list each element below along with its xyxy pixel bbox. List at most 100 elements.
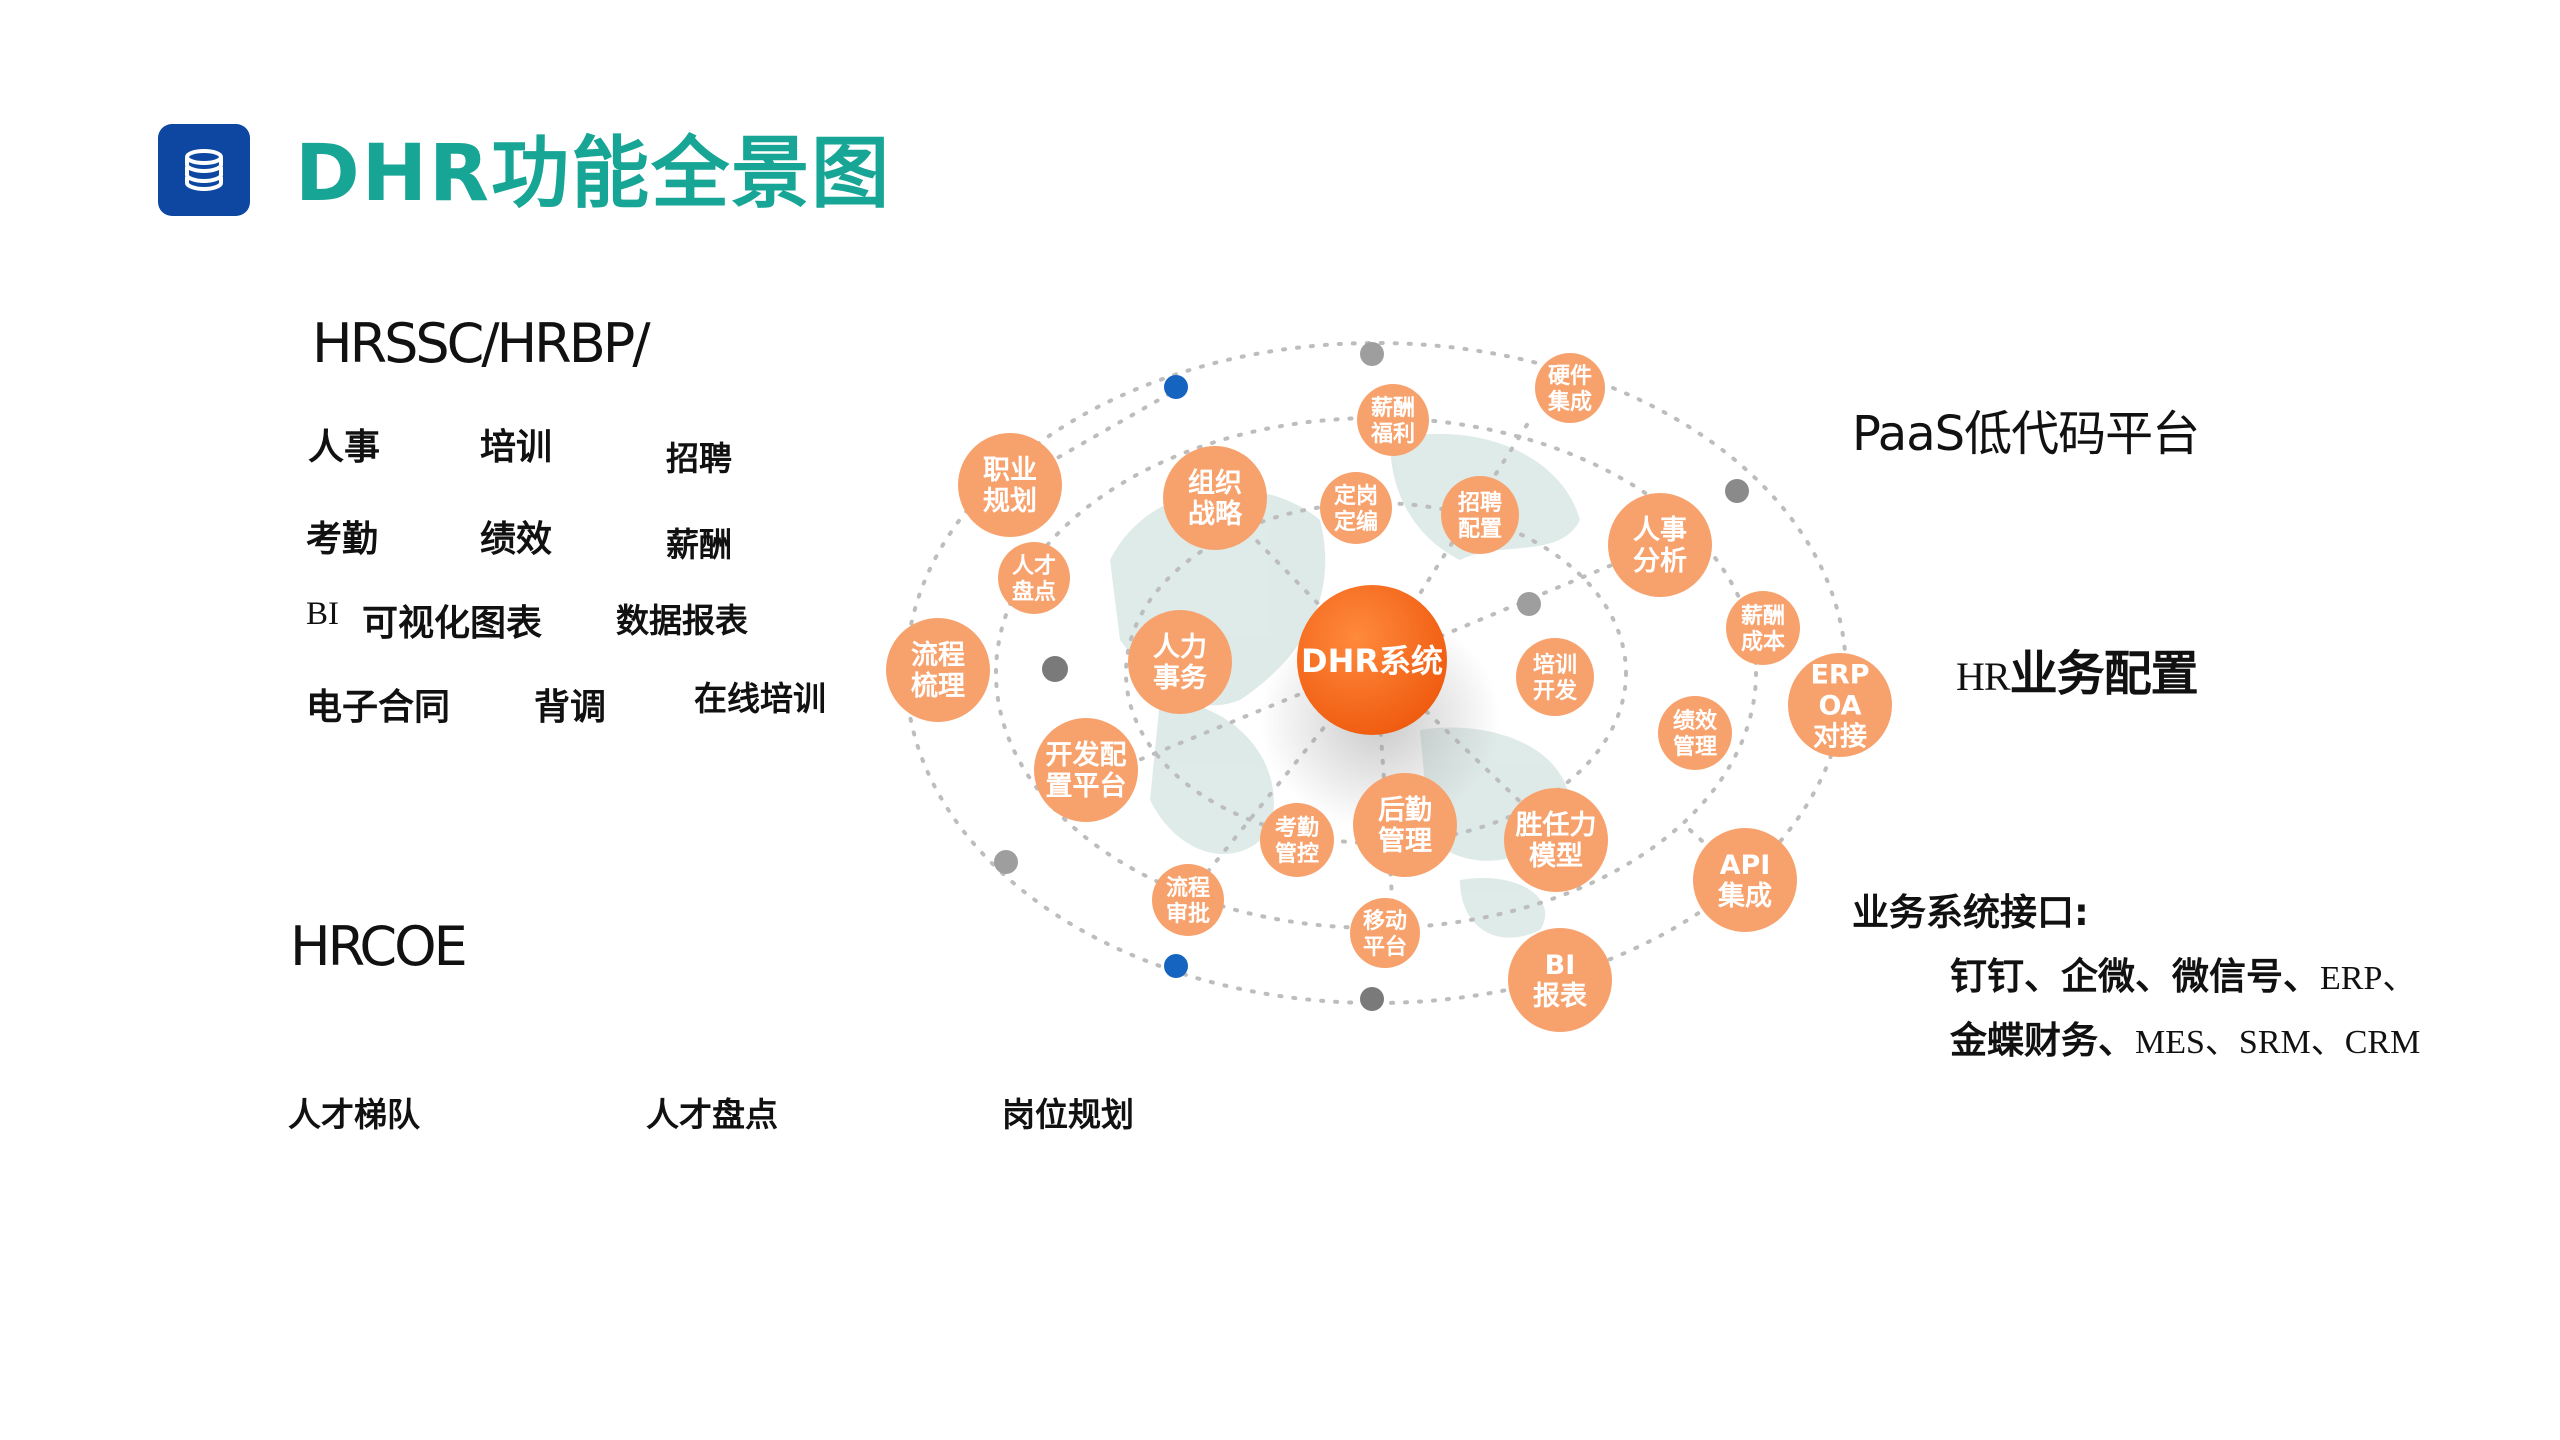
node-circle xyxy=(1350,898,1420,968)
node-label: 管理 xyxy=(1378,826,1432,857)
hrssc-item: 可视化图表 xyxy=(362,603,543,644)
node-label: 置平台 xyxy=(1046,770,1127,802)
interface-line-2: 金蝶财务、MES、SRM、CRM xyxy=(1950,1010,2420,1064)
node-circle xyxy=(1504,788,1608,892)
node-circle xyxy=(1658,696,1732,770)
node-label: BI xyxy=(1545,950,1576,981)
node-circle xyxy=(1353,773,1457,877)
node-circle xyxy=(1608,493,1712,597)
node-label: 开发 xyxy=(1533,678,1578,704)
node-label: 配置 xyxy=(1458,517,1502,542)
hrssc-item: 招聘 xyxy=(666,439,732,478)
hrssc-item: 绩效 xyxy=(480,519,553,560)
interface-line-1: 钉钉、企微、微信号、ERP、 xyxy=(1950,946,2416,1000)
node-label: 薪酬 xyxy=(1371,395,1415,421)
hrcoe-item: 岗位规划 xyxy=(1002,1095,1134,1134)
hrssc-item: 电子合同 xyxy=(306,687,451,728)
interface-title: 业务系统接口: xyxy=(1852,891,2089,934)
hrssc-item: 培训 xyxy=(480,427,553,468)
node-label: 培训 xyxy=(1533,652,1577,678)
node-label: 定岗 xyxy=(1334,483,1378,509)
node-label: 后勤 xyxy=(1378,795,1432,826)
interface-line-1-plain: ERP、 xyxy=(2320,960,2417,997)
hrssc-item: 人事 xyxy=(308,427,381,468)
node-label: 硬件 xyxy=(1548,364,1592,389)
node-label: 分析 xyxy=(1633,546,1687,577)
node-circle xyxy=(886,618,990,722)
node-label: 规划 xyxy=(983,486,1037,517)
node-label: API xyxy=(1720,850,1771,881)
node-label: 对接 xyxy=(1813,722,1867,753)
node-circle xyxy=(1163,446,1267,550)
node-label: 人力 xyxy=(1153,632,1207,663)
node-label: 考勤 xyxy=(1275,815,1319,841)
node-label: 职业 xyxy=(983,455,1037,486)
hrssc-item: 在线培训 xyxy=(694,679,826,718)
hrssc-item: 背调 xyxy=(534,687,607,728)
node-label: 人事 xyxy=(1633,515,1687,546)
orbit-dot xyxy=(1164,954,1188,978)
node-label: 战略 xyxy=(1188,498,1243,530)
node-circle xyxy=(1788,653,1892,757)
node-circle xyxy=(958,433,1062,537)
node-label: ERP xyxy=(1810,660,1869,691)
orbit-dot xyxy=(1042,656,1068,682)
center-label: DHR系统 xyxy=(1301,642,1443,680)
node-label: 梳理 xyxy=(911,670,965,702)
node-circle xyxy=(1441,476,1519,554)
node-label: 审批 xyxy=(1166,901,1210,927)
interface-line-1-bold: 钉钉、企微、微信号、 xyxy=(1950,955,2320,998)
node-label: 成本 xyxy=(1741,630,1785,655)
hr-prefix: HR xyxy=(1956,654,2011,699)
page-title: DHR功能全景图 xyxy=(295,129,892,219)
node-label: 流程 xyxy=(911,640,965,671)
node-circle xyxy=(1535,353,1605,423)
node-circle xyxy=(1726,591,1800,665)
node-label: 集成 xyxy=(1717,880,1772,912)
interface-line-2-plain: MES、SRM、CRM xyxy=(2135,1024,2421,1061)
node-label: 定编 xyxy=(1334,509,1378,535)
orbit-dot xyxy=(1360,987,1384,1011)
node-label: 福利 xyxy=(1370,422,1415,447)
node-circle xyxy=(1034,718,1138,822)
node-label: OA xyxy=(1818,691,1861,722)
node-label: 管理 xyxy=(1673,734,1717,760)
node-circle xyxy=(1152,864,1224,936)
hrcoe-item: 人才盘点 xyxy=(646,1095,778,1134)
node-label: 事务 xyxy=(1153,663,1207,694)
hrssc-item: 薪酬 xyxy=(666,525,732,564)
node-label: 胜任力 xyxy=(1516,810,1597,841)
node-label: 流程 xyxy=(1166,875,1210,901)
node-circle xyxy=(1357,384,1429,456)
orbit-dot xyxy=(1164,375,1188,399)
node-circle xyxy=(1508,928,1612,1032)
node-label: 人才 xyxy=(1012,553,1056,579)
node-circle xyxy=(1320,472,1392,544)
orbit-dot xyxy=(994,850,1018,874)
orbit-dot xyxy=(1360,342,1384,366)
node-label: 报表 xyxy=(1533,981,1587,1012)
paas-platform-label: PaaS低代码平台 xyxy=(1852,406,2200,462)
node-label: 薪酬 xyxy=(1741,603,1785,629)
hrssc-heading: HRSSC/HRBP/ xyxy=(312,312,651,375)
